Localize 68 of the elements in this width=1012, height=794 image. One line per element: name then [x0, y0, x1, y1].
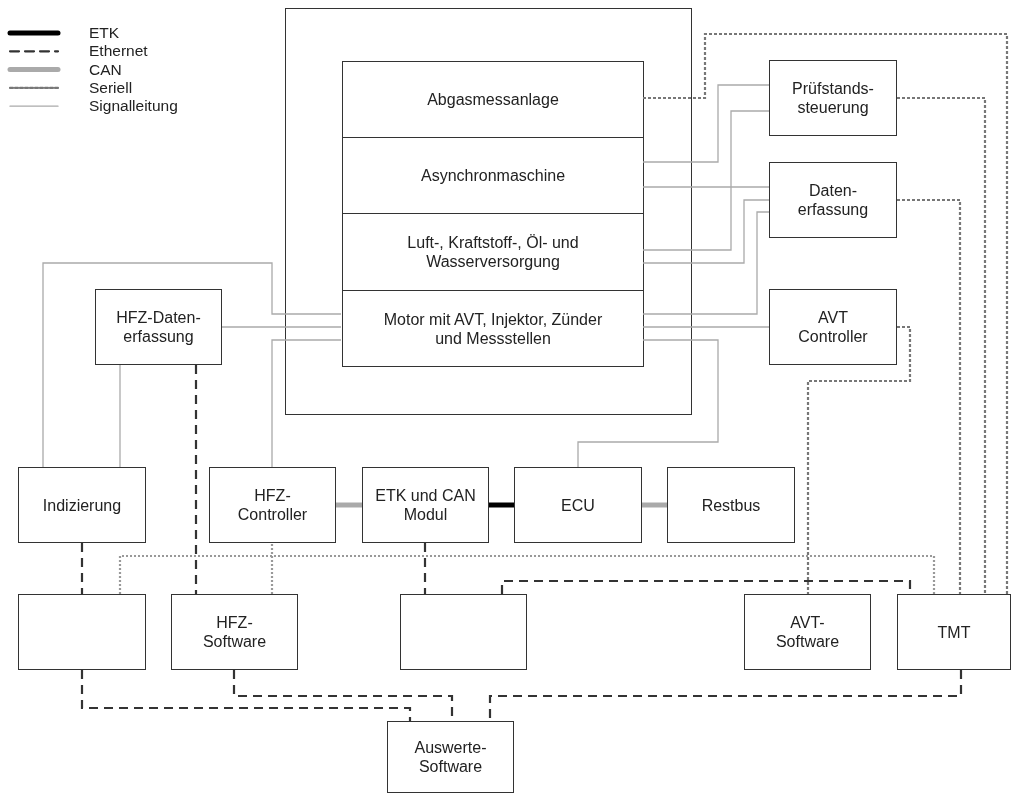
- box-label: AVT- Software: [774, 613, 841, 651]
- legend-label: Ethernet: [89, 42, 148, 61]
- thick-connection-line: [642, 502, 667, 508]
- dashed-connection-line: [80, 543, 84, 594]
- connection-line: [642, 110, 770, 251]
- process-box: [362, 467, 489, 543]
- dashed-connection-line: [118, 554, 936, 594]
- box-label: Abgasmessanlage: [426, 90, 560, 109]
- legend-label: ETK: [89, 24, 120, 42]
- dashed-connection-line: [643, 32, 1009, 594]
- process-box: [171, 594, 298, 670]
- dashed-connection-line: [500, 579, 912, 594]
- dashed-connection-line: [423, 543, 427, 594]
- box-label: Indizierung: [41, 495, 123, 515]
- process-box: [18, 594, 146, 670]
- box-label: Restbus: [700, 495, 762, 515]
- connection-line: [642, 186, 770, 188]
- process-box: [209, 467, 336, 543]
- process-box: [95, 289, 222, 365]
- box-label: AVT Controller: [797, 308, 869, 346]
- dashed-connection-line: [488, 670, 963, 721]
- legend-label: Seriell: [89, 78, 133, 97]
- process-box: [897, 594, 1011, 670]
- box-label: ETK und CAN Modul: [374, 486, 477, 524]
- process-box: [387, 721, 514, 793]
- box-label: Luft-, Kraftstoff-, Öl- und Wasserversorgung: [406, 233, 580, 271]
- process-box: [18, 467, 146, 543]
- box-label: HFZ- Software: [201, 613, 268, 651]
- connection-line: [642, 84, 770, 163]
- box-label: Asynchronmaschine: [419, 166, 567, 185]
- dashed-connection-line: [897, 96, 987, 594]
- box-label: Prüfstands- steuerung: [791, 79, 875, 117]
- dashed-connection-line: [897, 198, 962, 594]
- box-label: HFZ- Controller: [236, 486, 309, 524]
- box-label: HFZ-Daten- erfassung: [115, 308, 202, 346]
- component-box: [342, 290, 644, 367]
- component-box: [342, 137, 644, 214]
- process-box: [400, 594, 527, 670]
- process-box: [667, 467, 795, 543]
- dashed-connection-line: [80, 670, 412, 721]
- dashed-connection-line: [806, 325, 912, 594]
- process-box: [769, 289, 897, 365]
- connection-line: [642, 326, 770, 328]
- dashed-connection-line: [194, 365, 198, 594]
- box-label: Auswerte- Software: [413, 738, 488, 776]
- dashed-connection-line: [270, 543, 274, 594]
- connection-line: [642, 211, 770, 315]
- box-label: ECU: [560, 495, 596, 515]
- component-box: [342, 213, 644, 291]
- process-box: [744, 594, 871, 670]
- legend-label: CAN: [89, 60, 122, 79]
- legend-label: Signalleitung: [89, 97, 178, 116]
- process-box: [514, 467, 642, 543]
- process-box: [769, 60, 897, 136]
- component-box: [342, 61, 644, 138]
- connection-line: [271, 339, 342, 468]
- box-label: TMT: [936, 622, 972, 642]
- process-box: [769, 162, 897, 238]
- connection-line: [42, 262, 342, 468]
- box-label: Daten- erfassung: [796, 181, 870, 219]
- connection-line: [577, 339, 719, 468]
- test-cell-frame: [285, 8, 692, 415]
- thick-connection-line: [489, 502, 514, 508]
- thick-connection-line: [336, 502, 362, 508]
- connection-line: [119, 364, 121, 468]
- connection-line: [642, 199, 770, 264]
- connection-line: [221, 326, 342, 328]
- box-label: Motor mit AVT, Injektor, Zünder und Messstellen: [382, 309, 604, 348]
